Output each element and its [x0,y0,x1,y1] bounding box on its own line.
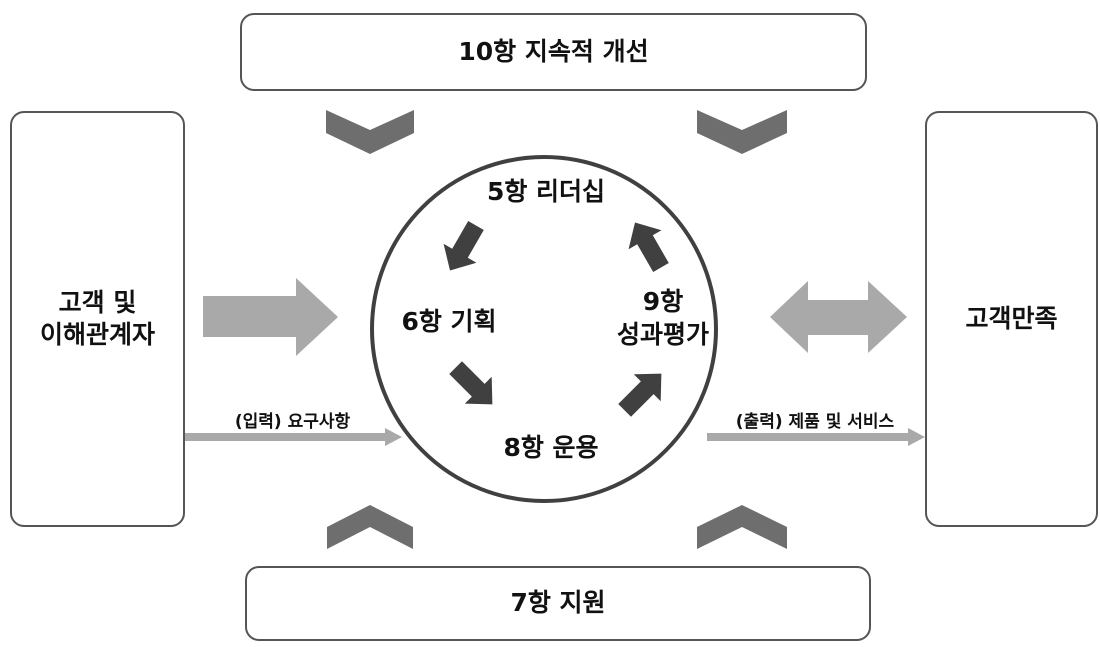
leadership-label: 5항 리더십 [486,177,606,206]
operation-label: 8항 운용 [503,433,599,462]
output-thin-arrow-icon [707,428,925,446]
chevron-up-icon [327,505,413,549]
input-requirements-label: (입력) 요구사항 [234,412,351,432]
customer-stakeholder-box: 고객 및 이해관계자 [10,111,185,527]
double-arrow-icon [770,281,907,353]
arrow-operation-to-evaluation-icon [618,373,662,417]
support-label: 7항 지원 [510,588,606,618]
chevron-up-icon [697,505,787,549]
chevron-down-icon [697,110,787,154]
pdca-circle [370,155,718,503]
input-thin-arrow-icon [185,428,402,446]
output-products-label: (출력) 제품 및 서비스 [735,412,895,432]
continuous-improvement-box: 10항 지속적 개선 [240,13,867,91]
arrow-evaluation-to-leadership-icon [628,222,669,273]
customer-stakeholder-label: 고객 및 이해관계자 [39,287,155,350]
customer-satisfaction-label: 고객만족 [965,303,1058,333]
input-big-arrow-icon [203,278,338,356]
arrow-planning-to-operation-icon [449,361,493,405]
arrow-leadership-to-planning-icon [443,220,484,271]
planning-label: 6항 기획 [401,307,497,336]
evaluation-label: 9항 성과평가 [616,287,709,349]
chevron-down-icon [326,110,414,154]
support-box: 7항 지원 [245,566,871,641]
customer-satisfaction-box: 고객만족 [925,111,1098,527]
continuous-improvement-label: 10항 지속적 개선 [458,36,649,66]
